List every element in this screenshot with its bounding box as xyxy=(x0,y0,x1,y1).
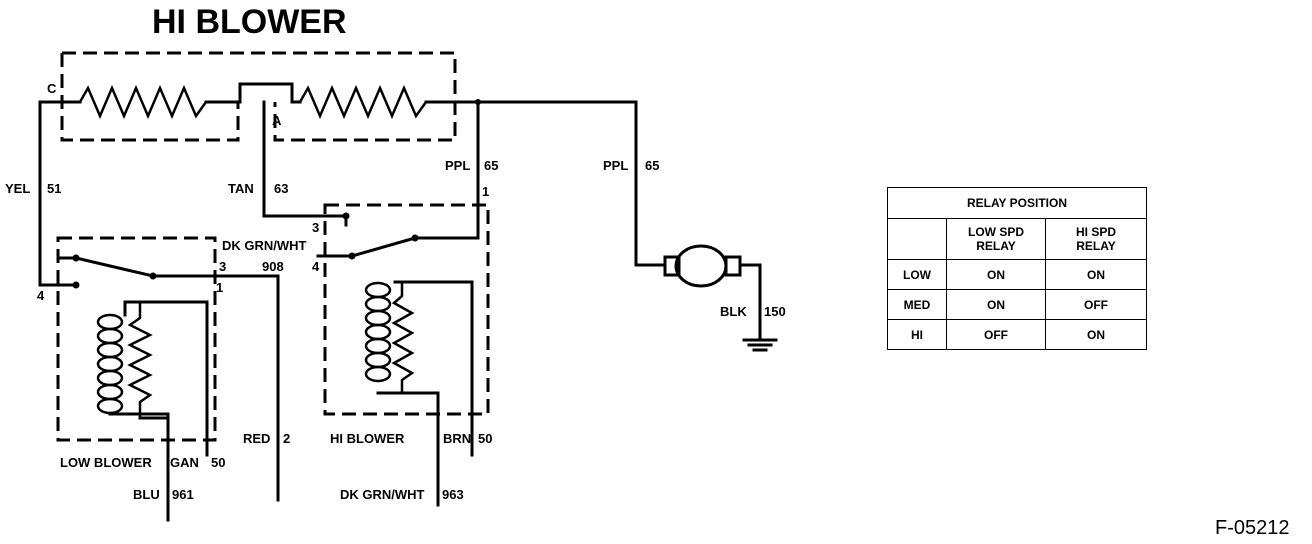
low-relay-arm xyxy=(74,256,155,278)
svg-text:BLU: BLU xyxy=(133,487,160,502)
svg-text:50: 50 xyxy=(211,455,225,470)
svg-text:DK GRN/WHT: DK GRN/WHT xyxy=(340,487,425,502)
diagram-title: HI BLOWER xyxy=(152,3,347,41)
ppl-wire xyxy=(413,100,480,240)
hi-blower-label: HI BLOWER xyxy=(330,431,405,446)
svg-text:908: 908 xyxy=(262,259,284,274)
resistor-left xyxy=(78,84,208,120)
terminal-a: A xyxy=(272,113,282,128)
low-relay-outline xyxy=(56,236,217,442)
svg-text:1: 1 xyxy=(482,184,489,199)
svg-text:50: 50 xyxy=(478,431,492,446)
low-blower-label: LOW BLOWER xyxy=(60,455,152,470)
ground-symbol xyxy=(742,338,778,352)
table-header-blank xyxy=(887,218,947,260)
resistor-block-outline xyxy=(62,51,457,142)
hi-relay-resistor xyxy=(391,282,415,393)
svg-text:4: 4 xyxy=(37,288,45,303)
table-header-hi-spd: HI SPD RELAY xyxy=(1045,218,1147,260)
svg-text:65: 65 xyxy=(484,158,498,173)
svg-text:BRN: BRN xyxy=(443,431,471,446)
resistor-block-inner xyxy=(60,53,240,142)
svg-text:BLK: BLK xyxy=(720,304,747,319)
svg-text:3: 3 xyxy=(219,259,226,274)
svg-text:963: 963 xyxy=(442,487,464,502)
svg-text:3: 3 xyxy=(312,220,319,235)
svg-text:4: 4 xyxy=(312,259,320,274)
dk-grn-wht-908-label: DK GRN/WHT xyxy=(222,238,307,253)
figure-code: F-05212 xyxy=(1215,517,1290,539)
resistor-right xyxy=(298,84,428,120)
relay-position-table: RELAY POSITION LOW SPD RELAY HI SPD RELA… xyxy=(887,187,1147,350)
svg-text:63: 63 xyxy=(274,181,288,196)
hi-relay-outline xyxy=(323,203,490,416)
svg-text:51: 51 xyxy=(47,181,61,196)
svg-text:RED: RED xyxy=(243,431,270,446)
svg-text:TAN: TAN xyxy=(228,181,254,196)
table-header-low-spd: LOW SPD RELAY xyxy=(946,218,1046,260)
low-relay-resistor xyxy=(127,302,153,418)
svg-text:150: 150 xyxy=(764,304,786,319)
svg-text:961: 961 xyxy=(172,487,194,502)
svg-text:YEL: YEL xyxy=(5,181,30,196)
low-relay-coil xyxy=(96,313,124,415)
svg-text:PPL: PPL xyxy=(445,158,470,173)
svg-text:GAN: GAN xyxy=(170,455,199,470)
svg-text:PPL: PPL xyxy=(603,158,628,173)
yel-wire xyxy=(38,100,78,287)
svg-text:65: 65 xyxy=(645,158,659,173)
terminal-c: C xyxy=(47,81,57,96)
tan-wire xyxy=(262,100,348,218)
table-caption: RELAY POSITION xyxy=(887,187,1147,219)
blower-motor xyxy=(663,244,742,288)
svg-text:1: 1 xyxy=(216,280,223,295)
hi-relay-coil xyxy=(364,281,392,383)
hi-relay-arm xyxy=(350,236,417,258)
svg-text:2: 2 xyxy=(283,431,290,446)
